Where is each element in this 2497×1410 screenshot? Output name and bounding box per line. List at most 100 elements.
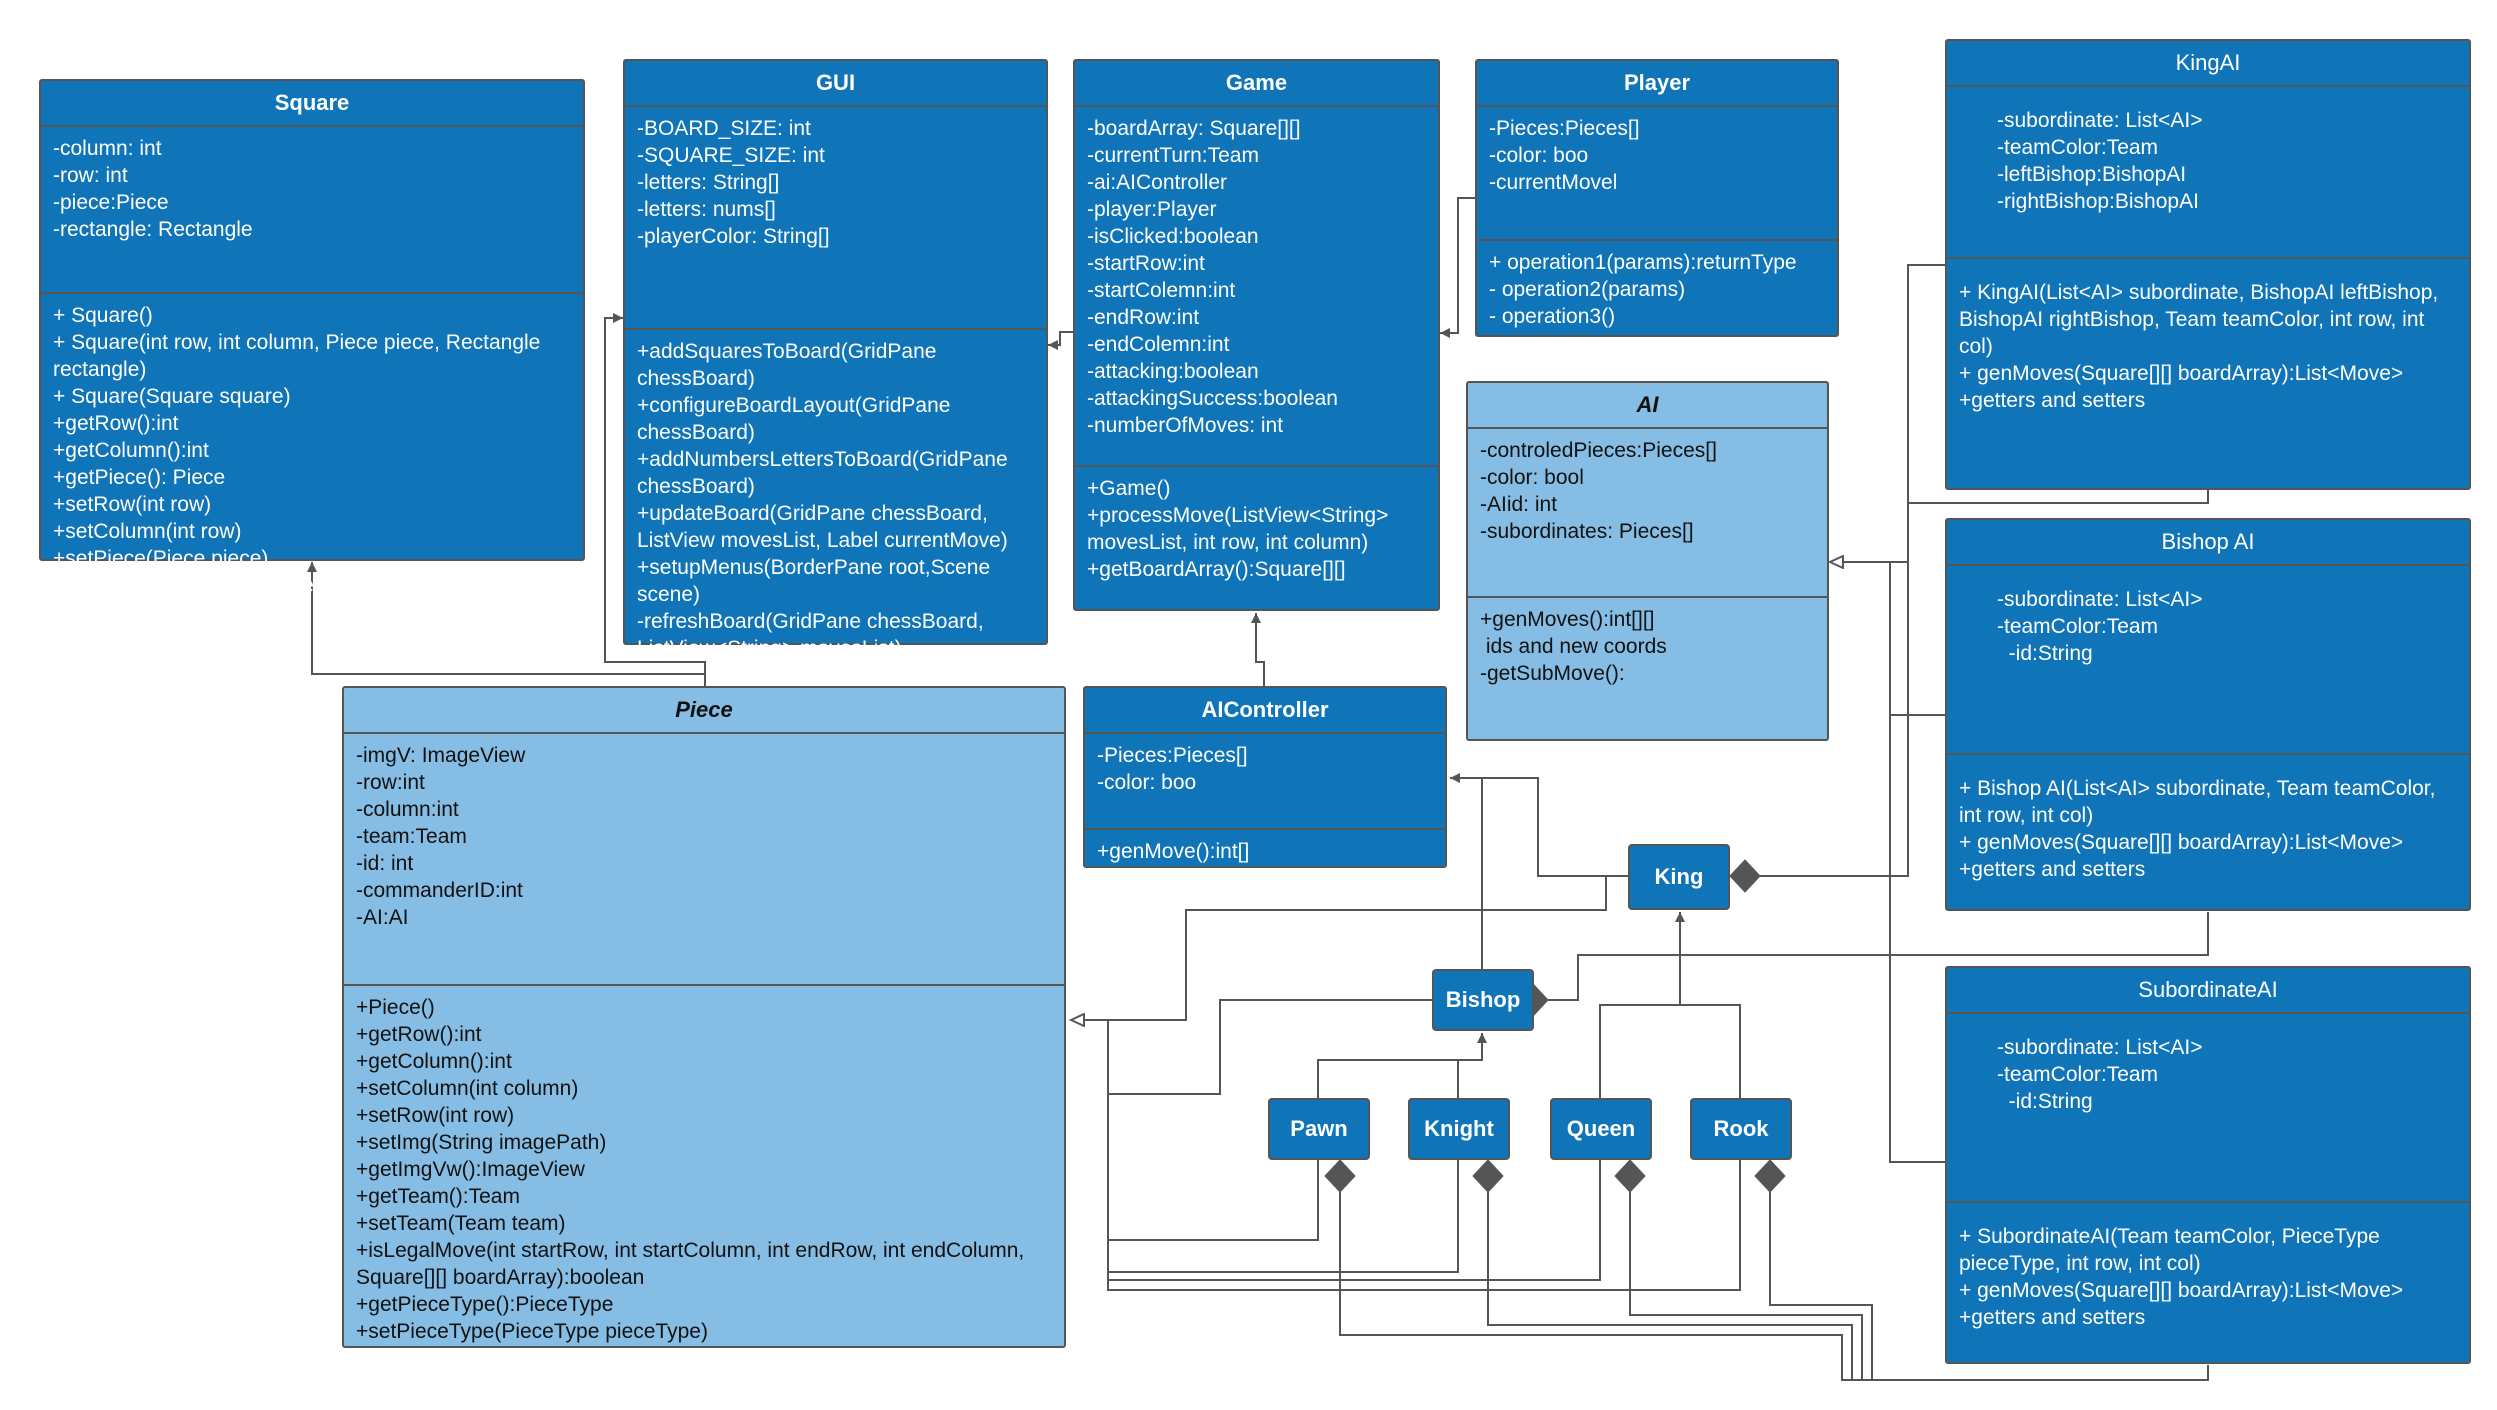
- class-member: +getPiece(): Piece: [53, 466, 226, 489]
- class-kingai[interactable]: KingAI -subordinate: List<AI> -teamColor:…: [1945, 39, 2471, 490]
- class-member: -color: boo: [1489, 144, 1589, 167]
- class-game[interactable]: Game -boardArray: Square[][]-currentTurn…: [1073, 59, 1440, 611]
- class-member: + Square(int row, int column, Piece piec…: [53, 331, 547, 381]
- class-title: GUI: [625, 61, 1046, 107]
- class-attributes: -subordinate: List<AI>-teamColor:Team-le…: [1947, 87, 2469, 257]
- class-member: + genMoves(Square[][] boardArray):List<M…: [1959, 362, 2404, 385]
- rook-to-piece-line: [1107, 1160, 1741, 1291]
- bishop-to-piece-line: [1107, 999, 1432, 1095]
- class-title: AIController: [1085, 688, 1445, 734]
- class-member: -imgV: ImageView: [356, 744, 526, 767]
- class-title: Bishop AI: [1947, 520, 2469, 566]
- class-player[interactable]: Player -Pieces:Pieces[]-color: boo-curre…: [1475, 59, 1839, 337]
- class-attributes: -column: int-row: int-piece:Piece-rectan…: [41, 127, 583, 292]
- class-member: +setupMenus(BorderPane root,Scene scene): [637, 556, 996, 606]
- aicontroller-to-game-line: [1251, 613, 1265, 686]
- class-member: +getColumn():int: [356, 1050, 512, 1073]
- bishopai-to-ai-line: [1889, 562, 1945, 716]
- class-member: +getColumn():int: [53, 439, 209, 462]
- game-to-gui-line: [1048, 331, 1073, 350]
- class-member: -Pieces:Pieces[]: [1097, 744, 1248, 767]
- class-member: -startRow:int: [1087, 252, 1205, 275]
- queen-to-king-line: [1599, 912, 1685, 1098]
- class-member: -BOARD_SIZE: int: [637, 117, 811, 140]
- class-ai[interactable]: AI -controledPieces:Pieces[]-color: bool…: [1466, 381, 1829, 741]
- class-member: -endColemn:int: [1087, 333, 1230, 356]
- class-member: +configureBoardLayout(GridPane chessBoar…: [637, 394, 957, 444]
- class-member: -subordinate: List<AI>: [1997, 588, 2203, 611]
- class-member: +isLegalMove(int startRow, int startColu…: [356, 1239, 1031, 1289]
- node-pawn[interactable]: Pawn: [1268, 1098, 1370, 1160]
- class-attributes: -subordinate: List<AI>-teamColor:Team -i…: [1947, 1014, 2469, 1201]
- class-member: -subordinates: Pieces[]: [1480, 520, 1694, 543]
- class-member: +getTeam():Team: [356, 1185, 520, 1208]
- class-methods: +genMoves():int[][] ids and new coords-g…: [1468, 596, 1827, 691]
- class-member: +setTeam(Team team): [356, 1212, 566, 1235]
- class-member: -subordinate: List<AI>: [1997, 109, 2203, 132]
- class-member: +Piece(): [356, 996, 435, 1019]
- knight-to-subordinateai-line: [1487, 1192, 1853, 1380]
- queen-composition-diamond: [1614, 1159, 1646, 1193]
- class-square[interactable]: Square -column: int-row: int-piece:Piece…: [39, 79, 585, 597]
- node-rook[interactable]: Rook: [1690, 1098, 1792, 1160]
- class-member: ids and new coords: [1480, 635, 1667, 658]
- class-title: Game: [1075, 61, 1438, 107]
- class-member: -refreshBoard(GridPane chessBoard, ListV…: [637, 610, 990, 660]
- class-member: -AI:AI: [356, 906, 409, 929]
- class-subordinateai[interactable]: SubordinateAI -subordinate: List<AI>-tea…: [1945, 966, 2471, 1364]
- class-member: + operation1(params):returnType: [1489, 251, 1797, 274]
- class-attributes: -imgV: ImageView-row:int-column:int-team…: [344, 734, 1064, 984]
- class-member: -player:Player: [1087, 198, 1217, 221]
- class-methods: +Piece() +getRow():int +getColumn():int +se…: [344, 984, 1064, 1349]
- class-member: -rectangle: Rectangle: [53, 218, 253, 241]
- class-gui[interactable]: GUI -BOARD_SIZE: int -SQUARE_SIZE: int -le…: [623, 59, 1048, 660]
- class-title: Player: [1477, 61, 1837, 107]
- player-to-game-line: [1440, 197, 1475, 338]
- class-member: +setImg(String imagePath): [356, 1131, 607, 1154]
- class-member: -boardArray: Square[][]: [1087, 117, 1301, 140]
- class-title: AI: [1468, 383, 1827, 429]
- class-member: -commanderID:int: [356, 879, 523, 902]
- node-king[interactable]: King: [1628, 844, 1730, 910]
- pawn-to-bishop-line: [1317, 1033, 1487, 1098]
- node-knight[interactable]: Knight: [1408, 1098, 1510, 1160]
- class-title: Square: [41, 81, 583, 127]
- class-member: -row:int: [356, 771, 425, 794]
- class-title: KingAI: [1947, 41, 2469, 87]
- class-member: -id:String: [1997, 642, 2093, 665]
- class-member: -color: boo: [1097, 771, 1197, 794]
- class-member: -ai:AIController: [1087, 171, 1228, 194]
- class-methods: +Game()+processMove(ListView<String> mov…: [1075, 465, 1438, 587]
- class-member: -rightBishop:BishopAI: [1997, 190, 2199, 213]
- class-member: + genMoves(Square[][] boardArray):List<M…: [1959, 831, 2404, 854]
- class-aicontroller[interactable]: AIController -Pieces:Pieces[] -color: boo…: [1083, 686, 1447, 868]
- class-member: -id: int: [356, 852, 414, 875]
- node-queen[interactable]: Queen: [1550, 1098, 1652, 1160]
- class-member: +genMoves():int[][]: [1480, 608, 1655, 631]
- pawn-composition-diamond: [1324, 1159, 1356, 1193]
- class-member: -teamColor:Team: [1997, 136, 2159, 159]
- node-bishop[interactable]: Bishop: [1432, 969, 1534, 1031]
- class-member: + SubordinateAI(Team teamColor, PieceTyp…: [1959, 1225, 2386, 1275]
- class-member: +setPieceType(PieceType pieceType): [356, 1320, 708, 1343]
- class-attributes: -boardArray: Square[][]-currentTurn:Team…: [1075, 107, 1438, 465]
- class-bishopai[interactable]: Bishop AI -subordinate: List<AI>-teamCol…: [1945, 518, 2471, 911]
- class-member: +setColumn(int row): [53, 520, 242, 543]
- class-member: -numberOfMoves: int: [1087, 414, 1284, 437]
- class-member: +getRow():int: [356, 1023, 482, 1046]
- class-member: - operation3(): [1489, 305, 1616, 328]
- class-member: +processMove(ListView<String> movesList,…: [1087, 504, 1395, 554]
- class-attributes: -Pieces:Pieces[]-color: boo-currentMovel: [1477, 107, 1837, 239]
- class-member: -attackingSuccess:boolean: [1087, 387, 1338, 410]
- class-member: + genMoves(Square[][] boardArray):List<M…: [1959, 1279, 2404, 1302]
- rook-composition-diamond: [1754, 1159, 1786, 1193]
- class-member: +getPieceType():PieceType: [356, 1293, 614, 1316]
- king-to-aicontroller-line: [1450, 773, 1628, 877]
- queen-to-subordinateai-line: [1629, 1192, 1863, 1380]
- class-piece[interactable]: Piece -imgV: ImageView-row:int-column:in…: [342, 686, 1066, 1348]
- class-member: -isClicked:boolean: [1087, 225, 1259, 248]
- class-member: -SQUARE_SIZE: int: [637, 144, 825, 167]
- class-member: -piece:Piece: [53, 191, 169, 214]
- class-member: -letters: String[]: [637, 171, 780, 194]
- class-methods: + Bishop AI(List<AI> subordinate, Team t…: [1947, 753, 2469, 887]
